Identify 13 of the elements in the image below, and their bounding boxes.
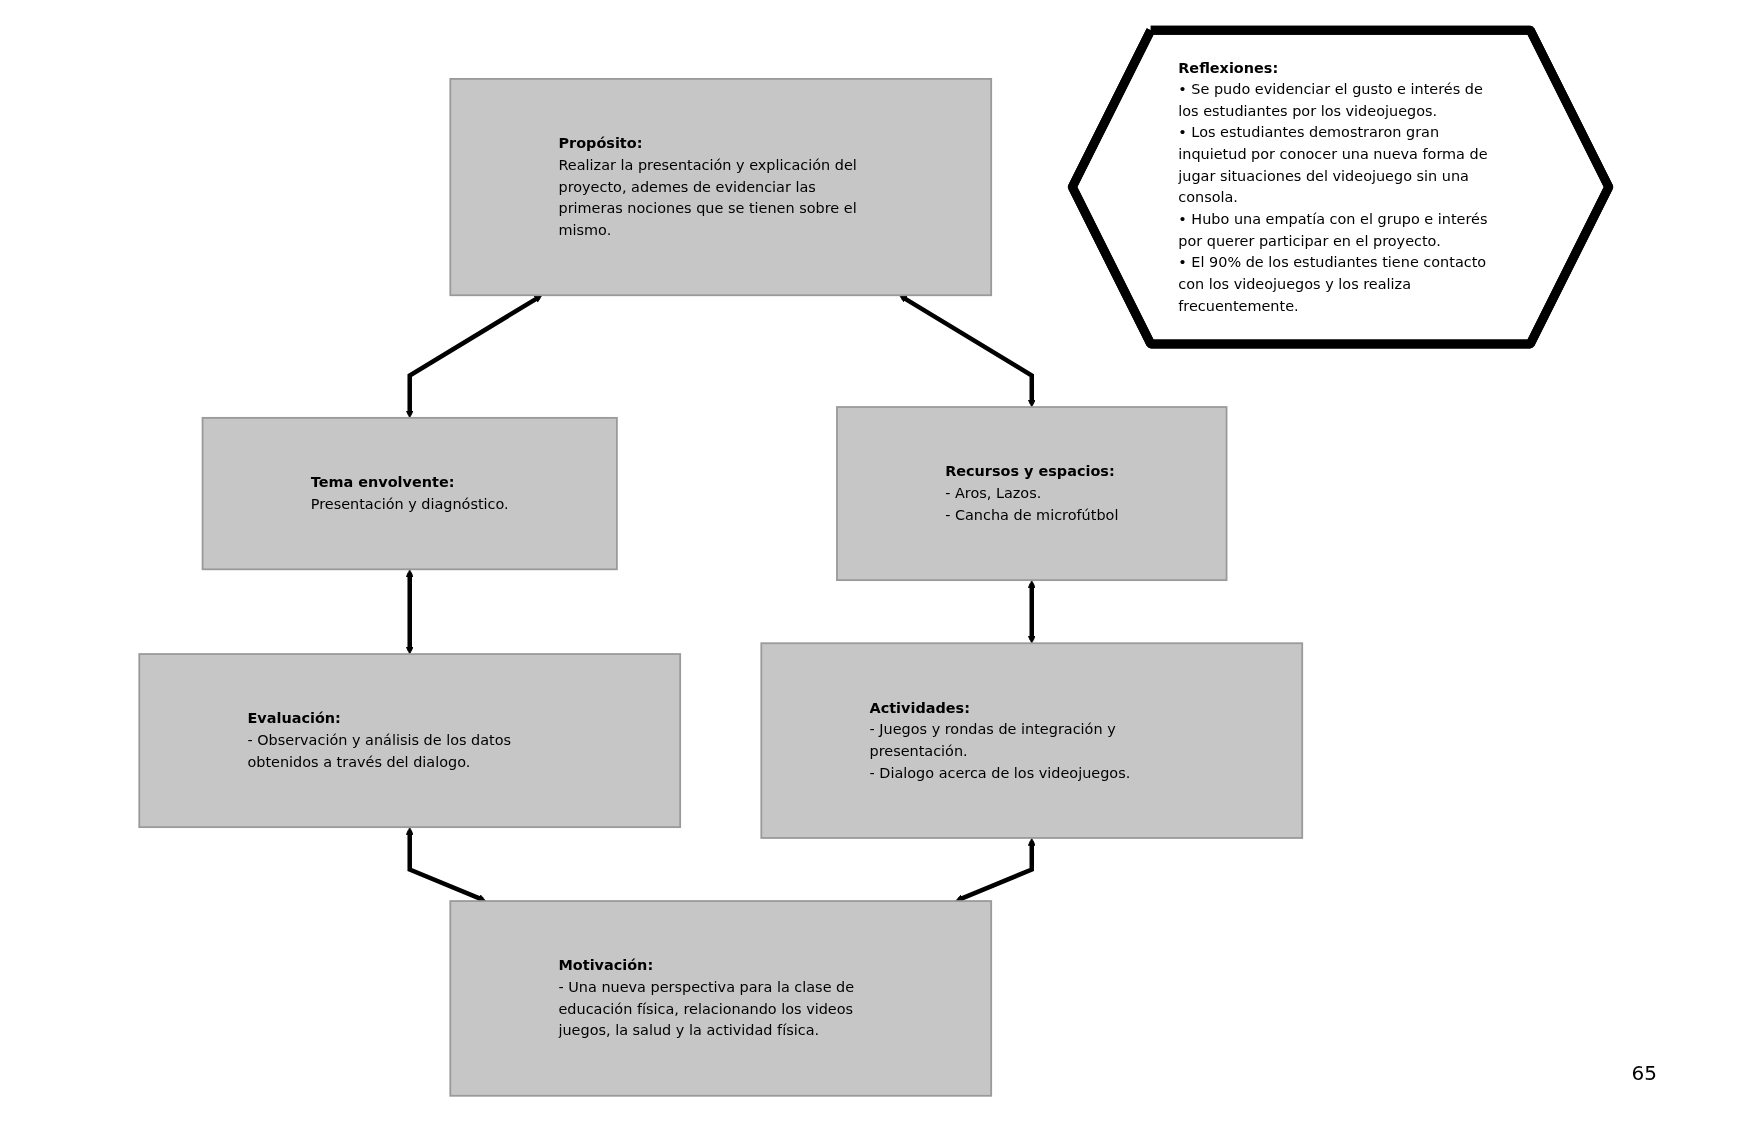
node-box: Propósito: Realizar la presentación y explicación del proyecto, ademes de evidenciar las primeras nociones que se tienen sobre el mismo. (448, 77, 992, 296)
arrow (954, 837, 1036, 902)
node-box: Actividades: - Juegos y rondas de integración y presentación. - Dialogo acerca de los videojuegos. (759, 641, 1303, 839)
node-box: Evaluación: - Observación y análisis de los datos obtenidos a través del dialogo. (137, 652, 681, 828)
arrow (405, 294, 542, 418)
node-box: Tema envolvente: Presentación y diagnóstico. (201, 416, 618, 570)
node-box: Motivación: - Una nueva perspectiva para la clase de educación física, relacionando los videos juegos, la salud y la actividad física. (448, 899, 992, 1097)
arrow (405, 826, 486, 902)
page-number: 65 (1631, 1061, 1657, 1085)
node-box: Recursos y espacios: - Aros, Lazos. - Cancha de microfútbol (835, 405, 1227, 581)
arrow (1027, 579, 1036, 644)
arrow (898, 294, 1036, 407)
arrow (405, 568, 414, 654)
